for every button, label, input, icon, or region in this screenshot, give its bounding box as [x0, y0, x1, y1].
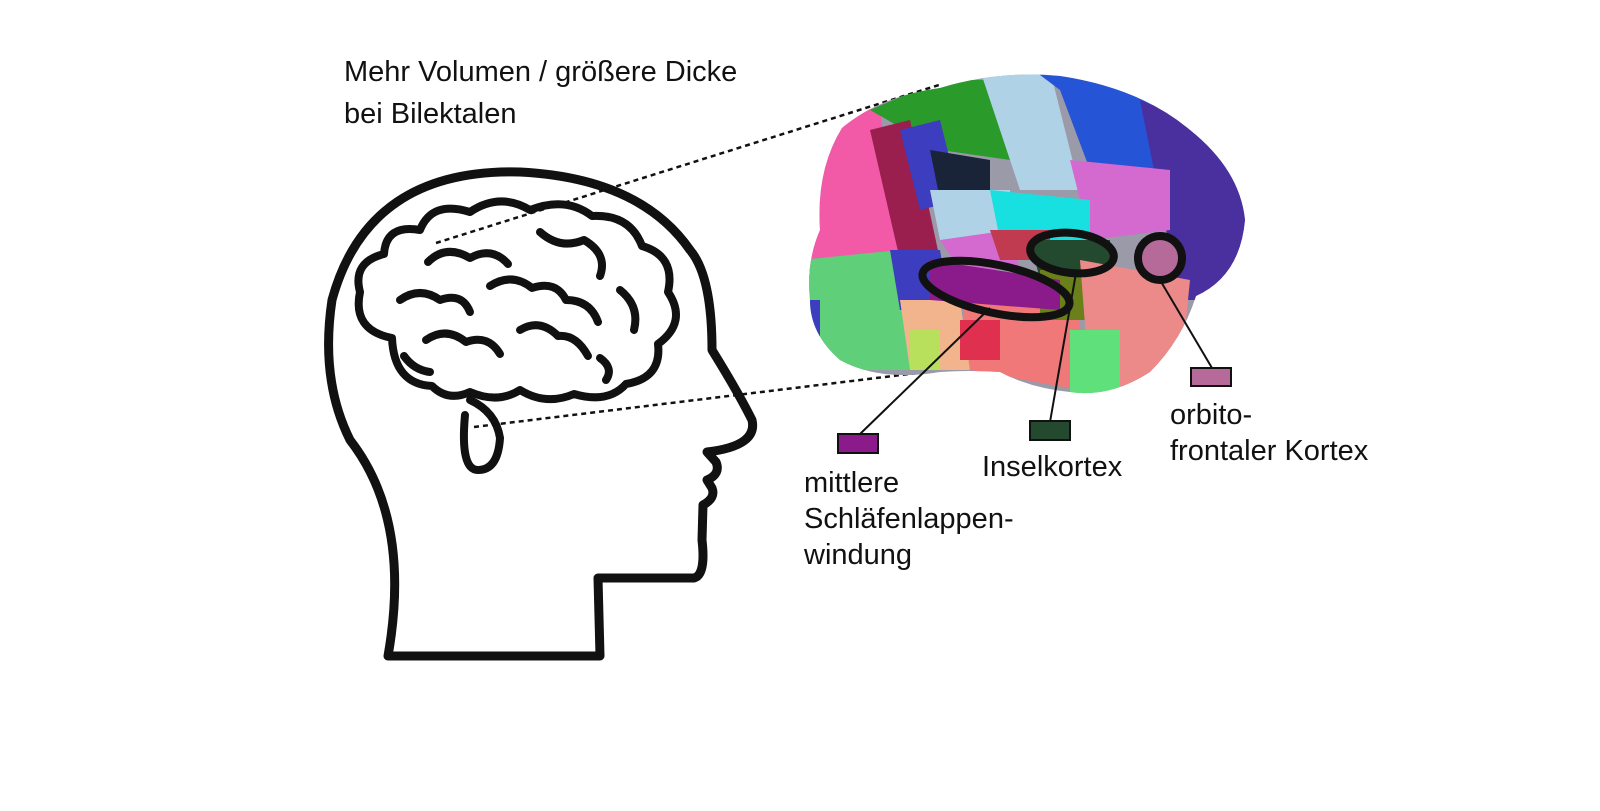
temporal-gyrus-ring — [918, 256, 1074, 322]
temporal-swatch — [837, 433, 879, 454]
label-temporal-gyrus: mittlere Schläfenlappen- windung — [804, 467, 1014, 571]
temporal-leader — [859, 307, 991, 435]
label-insula: Inselkortex — [982, 451, 1123, 483]
ofc-swatch — [1190, 367, 1232, 387]
projection-line-bottom — [473, 364, 976, 429]
projection-line-top — [435, 82, 943, 245]
head-outline — [324, 167, 758, 661]
title-line-2: bei Bilektalen — [344, 98, 517, 130]
insula-swatch — [1029, 420, 1071, 441]
title-line-1: Mehr Volumen / größere Dicke — [344, 56, 738, 88]
brain-icon — [354, 197, 680, 474]
label-orbitofrontal: orbito- frontaler Kortex — [1170, 399, 1369, 467]
ofc-leader — [1159, 279, 1213, 369]
insula-leader — [1049, 272, 1077, 423]
insula-ring — [1026, 228, 1118, 278]
brain-parcels — [809, 74, 1245, 394]
ofc-ring — [1134, 232, 1186, 284]
